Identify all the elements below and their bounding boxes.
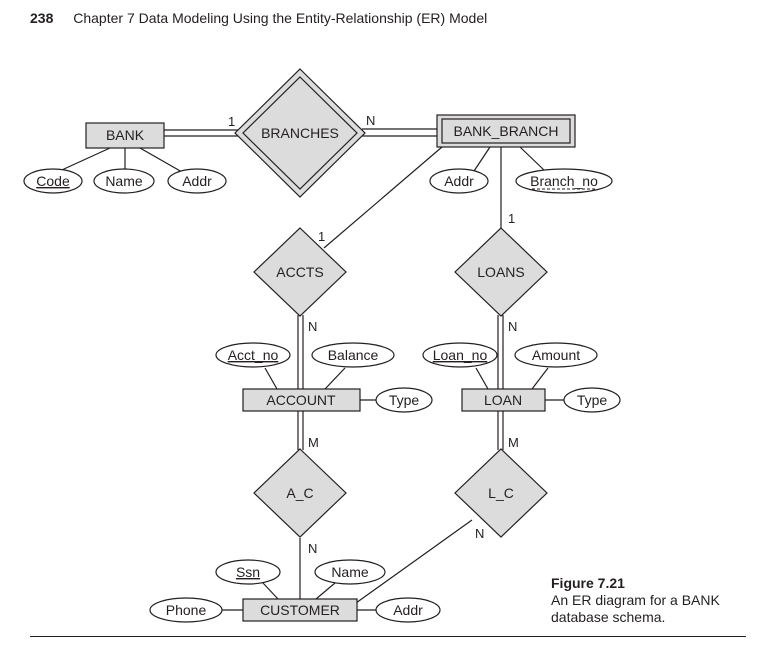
attribute-acct-no: Acct_no bbox=[215, 342, 291, 368]
relationship-label-loans: LOANS bbox=[477, 264, 524, 280]
entity-label-bank: BANK bbox=[106, 127, 145, 143]
figure-caption-text: An ER diagram for a BANK database schema… bbox=[551, 592, 720, 625]
connector-lines bbox=[52, 128, 565, 611]
page-number: 238 bbox=[30, 10, 54, 26]
entity-label-loan: LOAN bbox=[484, 392, 522, 408]
entity-label-account: ACCOUNT bbox=[266, 392, 336, 408]
attribute-label-ssn: Ssn bbox=[236, 564, 260, 580]
attribute-label-acct-no: Acct_no bbox=[228, 347, 279, 363]
attribute-branch-no: Branch_no bbox=[515, 168, 613, 194]
cardinality-lc-customer: N bbox=[475, 526, 484, 541]
entity-label-customer: CUSTOMER bbox=[260, 602, 340, 618]
relationship-accts: ACCTS bbox=[253, 227, 347, 317]
attribute-label-loan-type: Type bbox=[577, 392, 608, 408]
attribute-label-bank-addr: Addr bbox=[182, 173, 212, 189]
attribute-phone: Phone bbox=[149, 597, 223, 623]
attribute-loan-type: Type bbox=[563, 387, 621, 413]
page-header: 238 Chapter 7 Data Modeling Using the En… bbox=[30, 10, 487, 26]
cardinality-branches-bank: 1 bbox=[228, 114, 235, 129]
attribute-loan-no: Loan_no bbox=[422, 342, 498, 368]
attribute-label-loan-no: Loan_no bbox=[433, 347, 488, 363]
attribute-amount: Amount bbox=[514, 342, 598, 368]
attribute-label-amount: Amount bbox=[532, 347, 580, 363]
attribute-ssn: Ssn bbox=[215, 559, 281, 585]
relationship-loans: LOANS bbox=[454, 227, 548, 317]
attribute-label-branch-addr: Addr bbox=[444, 173, 474, 189]
cardinality-loans-loan: N bbox=[508, 319, 517, 334]
entity-bank-branch: BANK_BRANCH bbox=[436, 114, 576, 148]
attribute-account-type: Type bbox=[375, 387, 433, 413]
cardinality-branches-branch: N bbox=[366, 113, 375, 128]
page-divider bbox=[30, 636, 746, 637]
cardinality-accts-branch: 1 bbox=[318, 229, 325, 244]
relationship-label-l-c: L_C bbox=[488, 485, 514, 501]
figure-caption: Figure 7.21 An ER diagram for a BANK dat… bbox=[551, 575, 741, 626]
attribute-label-balance: Balance bbox=[328, 347, 379, 363]
entity-bank: BANK bbox=[85, 122, 165, 149]
entity-loan: LOAN bbox=[461, 388, 546, 412]
attribute-balance: Balance bbox=[311, 342, 395, 368]
attribute-label-bank-code: Code bbox=[36, 173, 70, 189]
cardinality-lc-loan: M bbox=[508, 435, 519, 450]
cardinality-accts-account: N bbox=[308, 319, 317, 334]
attribute-label-phone: Phone bbox=[166, 602, 207, 618]
attribute-bank-addr: Addr bbox=[167, 168, 227, 194]
chapter-title: Chapter 7 Data Modeling Using the Entity… bbox=[73, 10, 488, 26]
attribute-bank-name: Name bbox=[93, 168, 155, 194]
cardinality-ac-account: M bbox=[308, 435, 319, 450]
attribute-customer-addr: Addr bbox=[375, 597, 441, 623]
relationship-a-c: A_C bbox=[253, 448, 347, 538]
relationship-label-accts: ACCTS bbox=[276, 264, 323, 280]
cardinality-ac-customer: N bbox=[308, 541, 317, 556]
cardinality-loans-branch: 1 bbox=[508, 211, 515, 226]
relationship-label-branches: BRANCHES bbox=[261, 125, 339, 141]
relationship-branches: BRANCHES bbox=[234, 68, 366, 198]
attribute-label-bank-name: Name bbox=[105, 173, 143, 189]
attribute-label-customer-addr: Addr bbox=[393, 602, 423, 618]
attribute-bank-code: Code bbox=[23, 168, 83, 194]
entity-account: ACCOUNT bbox=[242, 388, 361, 412]
relationship-label-a-c: A_C bbox=[286, 485, 313, 501]
entity-label-bank-branch: BANK_BRANCH bbox=[453, 123, 558, 139]
relationship-l-c: L_C bbox=[454, 448, 548, 538]
attribute-branch-addr: Addr bbox=[429, 168, 489, 194]
attribute-label-account-type: Type bbox=[389, 392, 420, 408]
figure-label: Figure 7.21 bbox=[551, 575, 625, 591]
attribute-label-branch-no: Branch_no bbox=[530, 173, 598, 189]
attribute-label-customer-name: Name bbox=[331, 564, 369, 580]
attribute-customer-name: Name bbox=[314, 559, 386, 585]
entity-customer: CUSTOMER bbox=[242, 598, 358, 622]
